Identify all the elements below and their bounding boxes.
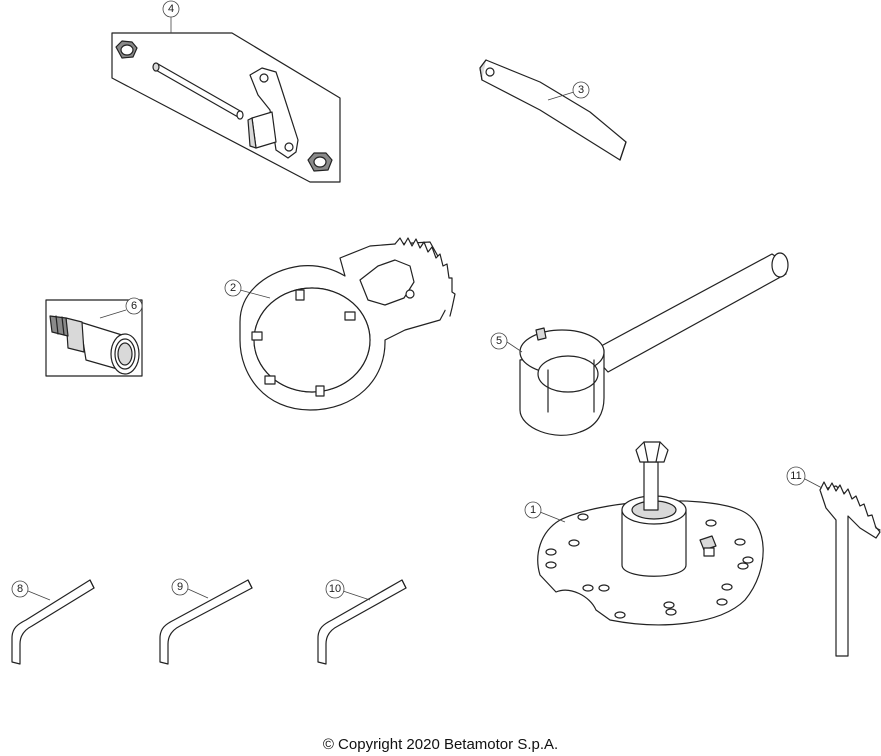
part-8-hex-key	[11, 579, 95, 665]
callout-10-label: 10	[329, 583, 341, 595]
callout-4-label: 4	[168, 3, 174, 15]
part-4-nut-top	[115, 40, 138, 59]
callout-2-label: 2	[230, 282, 236, 294]
callout-2: 2	[224, 279, 242, 297]
part-6-socket-adapter	[45, 299, 143, 377]
part-4-nut-bottom	[307, 152, 333, 172]
callout-3: 3	[572, 81, 590, 99]
callout-11: 11	[786, 466, 806, 486]
callout-3-label: 3	[578, 84, 584, 96]
part-4-bracket	[247, 67, 299, 159]
leader-lines	[27, 17, 823, 601]
callout-1: 1	[524, 501, 542, 519]
part-2-ring-nut-wrench	[239, 237, 456, 411]
callout-6-label: 6	[131, 300, 137, 312]
part-1-flywheel-holder	[537, 441, 764, 626]
callout-5-label: 5	[496, 335, 502, 347]
callout-9-label: 9	[177, 581, 183, 593]
callout-8-label: 8	[17, 583, 23, 595]
callout-10: 10	[325, 579, 345, 599]
callout-11-label: 11	[790, 470, 801, 482]
part-4-pin	[152, 62, 244, 120]
part-11-toothed-tool	[819, 481, 881, 657]
part-5-pin-wrench	[519, 252, 789, 436]
callout-9: 9	[171, 578, 189, 596]
callout-6: 6	[125, 297, 143, 315]
part-3-flat-bar	[479, 59, 627, 161]
callout-4: 4	[162, 0, 180, 18]
part-4-tool-kit	[111, 32, 341, 183]
callout-8: 8	[11, 580, 29, 598]
copyright-notice: © Copyright 2020 Betamotor S.p.A.	[322, 736, 559, 753]
part-10-hex-key	[317, 579, 407, 665]
callout-1-label: 1	[530, 504, 536, 516]
callout-5: 5	[490, 332, 508, 350]
part-9-hex-key	[159, 579, 253, 665]
